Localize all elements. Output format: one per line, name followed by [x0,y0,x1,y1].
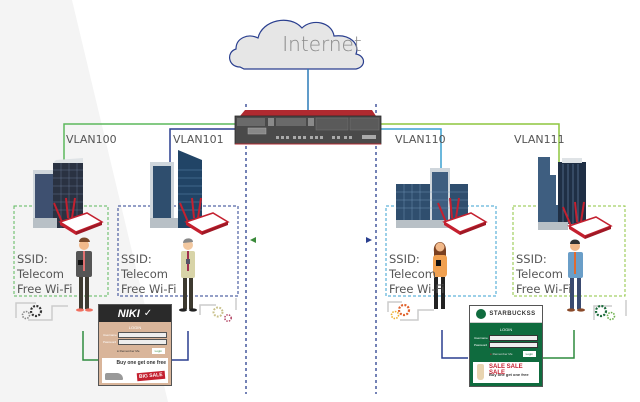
username-row: Username [103,332,167,338]
vlan100-label: VLAN100 [66,133,117,146]
siren-logo-icon [476,309,487,319]
ssid-name: Telecom [121,267,168,281]
router-vlan110 [437,197,488,235]
password-label: Password [474,343,488,347]
ssid-label-vlan101: SSID: Telecom Free Wi-Fi [121,252,177,297]
portal-header: NIKI ✓ [99,305,171,322]
password-label: Password [103,340,117,344]
username-row: Username [474,335,538,341]
brand-logo: NIKI [117,307,140,320]
login-title: LOGIN [128,325,142,330]
link-vlan111-portal [543,330,575,359]
building-vlan111 [538,157,586,230]
internet-cloud [229,19,365,70]
login-title: LOGIN [499,327,513,332]
gateway-device [234,110,382,145]
username-field[interactable] [118,332,167,338]
person-vlan101 [179,238,197,312]
username-label: Username [103,333,117,337]
promo-banner: Buy one get one free BIG SALE [102,358,168,383]
link-vlan101-portal [172,331,189,361]
ssid-line: SSID: [17,252,48,266]
remember-checkbox[interactable]: ● Remember Me [117,349,140,353]
internet-label: Internet [282,32,362,56]
ssid-label-vlan100: SSID: Telecom Free Wi-Fi [17,252,73,297]
promo-headline: SALE SALE SALE [489,364,523,376]
login-button[interactable]: Login [522,351,536,357]
remember-checkbox[interactable]: ● Remember Me [490,352,513,356]
vlan101-label: VLAN101 [173,133,224,146]
person-vlan110 [433,241,447,309]
link-vlan110-portal [441,330,468,359]
ssid-label-vlan110: SSID: Telecom Free Wi-Fi [389,252,445,297]
remember-label: Remember Me [119,349,140,353]
router-vlan111 [562,201,613,239]
promo-text: Buy one get one free [116,360,166,366]
ssid-name-cont: Free Wi-Fi [516,282,572,296]
vlan101-line [169,128,235,162]
vlan111-label: VLAN111 [514,133,565,146]
remember-row: ● Remember Me Login [490,351,536,357]
ssid-name-cont: Free Wi-Fi [389,282,445,296]
ssid-name: Telecom [17,267,64,281]
ssid-line: SSID: [121,252,152,266]
coffee-cup-icon [477,364,484,380]
promo-text: Buy one get one free [489,372,529,377]
gear-panel-vlan101 [199,298,237,322]
password-field[interactable] [118,339,167,345]
person-vlan111 [567,239,585,312]
ssid-name-cont: Free Wi-Fi [17,282,73,296]
ssid-line: SSID: [516,252,547,266]
sale-stamp: BIG SALE [137,370,166,382]
portal-header: STARBUCKSS [470,306,542,323]
promo-banner: SALE SALE SALE Buy one get one free [473,362,539,383]
brand-logo: STARBUCKSS [489,311,536,317]
zone-right-border [375,103,632,395]
zone-left-border [8,103,247,395]
isolation-arrow [250,237,372,243]
remember-row: ● Remember Me Login [117,348,165,354]
username-label: Username [474,336,488,340]
ssid-name: Telecom [516,267,563,281]
ssid-name-cont: Free Wi-Fi [121,282,177,296]
captive-portal-starbuckss: STARBUCKSS LOGIN Username Password ● Rem… [469,305,543,387]
vlan111-line [380,123,560,170]
vlan110-label: VLAN110 [395,133,446,146]
gear-panel-vlan110 [387,301,434,321]
ssid-name: Telecom [389,267,436,281]
remember-label: Remember Me [492,352,513,356]
password-row: Password [103,339,167,345]
link-vlan100-portal [82,331,98,361]
person-vlan100 [76,237,93,312]
login-button[interactable]: Login [151,348,165,354]
router-vlan101 [179,197,230,235]
sneaker-icon [105,373,123,380]
ssid-line: SSID: [389,252,420,266]
gear-panel-vlan111 [593,300,627,321]
username-field[interactable] [489,335,538,341]
vlan100-line [63,123,235,160]
password-row: Password [474,342,538,348]
gear-panel-vlan100 [15,302,68,321]
building-vlan101 [150,150,202,228]
router-vlan100 [53,197,104,235]
ssid-label-vlan111: SSID: Telecom Free Wi-Fi [516,252,572,297]
vlan110-line [380,128,442,168]
password-field[interactable] [489,342,538,348]
captive-portal-niki: NIKI ✓ LOGIN Username Password ● Remembe… [98,304,172,386]
swoosh-icon: ✓ [143,308,153,319]
